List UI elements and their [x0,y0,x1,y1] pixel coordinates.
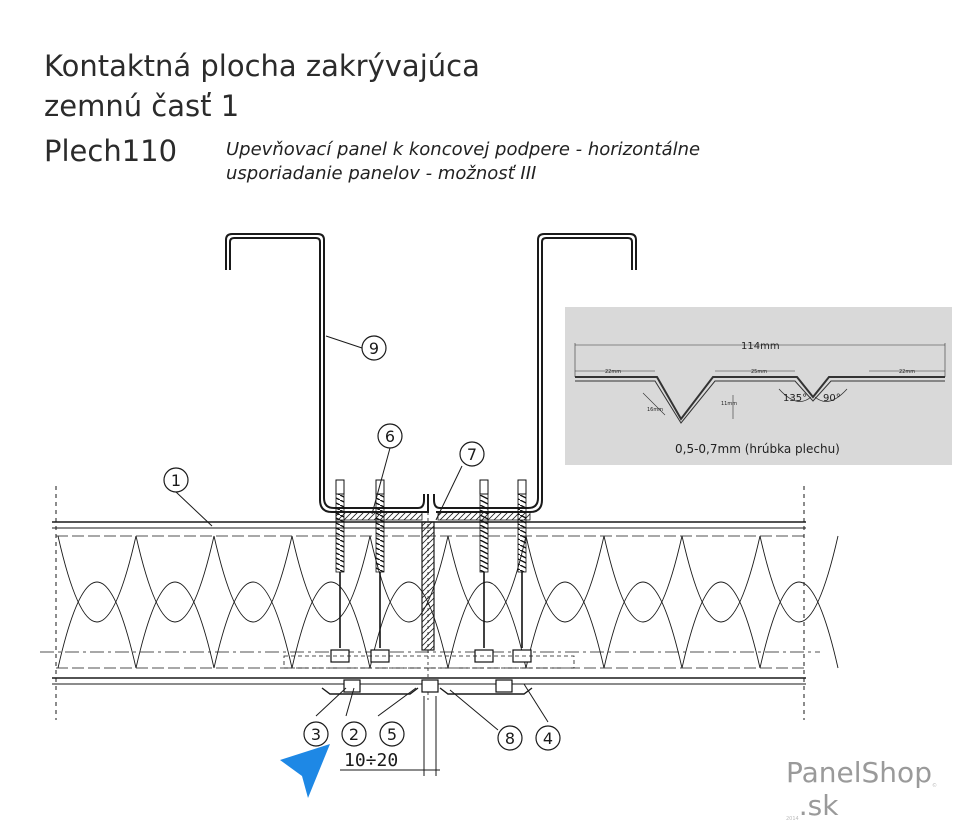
screw [370,479,390,663]
inset-angle-a: 135° [783,393,807,404]
screw [474,479,494,663]
lower-fastener [421,679,439,693]
inset-angle-b: 90° [823,393,841,404]
page-title: Kontaktná plocha zakrývajúca zemnú časť … [44,46,480,126]
subtitle: Upevňovací panel k koncovej podpere - ho… [226,138,700,186]
inset-slant: 16mm [647,407,663,413]
pointer-arrow-icon [280,744,330,798]
brand-name: PanelShop [786,756,932,789]
product-code: Plech110 [44,134,178,168]
support-profile-right [433,233,637,513]
title-line-1: Kontaktná plocha zakrývajúca [44,49,480,83]
gap-dimension [340,696,440,776]
callout-circle-6 [377,423,403,449]
screw [330,479,350,663]
callout-circle-1 [163,467,189,493]
inset-right-flange: 22mm [899,369,915,375]
callout-circle-7 [459,441,485,467]
leader-lines [175,335,549,731]
callout-label-5: 5 [387,725,397,744]
brand-logo: PanelShop© 2014.sk [786,756,980,822]
inset-total-width: 114mm [741,341,780,352]
callout-label-7: 7 [467,445,477,464]
sandwich-panel [40,486,839,720]
inset-middle-flange: 25mm [751,369,767,375]
callout-label-4: 4 [543,729,553,748]
callout-label-9: 9 [369,339,379,358]
panel-joint [421,500,435,700]
subtitle-line-2: usporiadanie panelov - možnosť III [226,163,537,184]
callout-bubbles: 1 2 3 4 5 6 7 8 9 [163,335,561,751]
profile-inset: 114mm 22mm 25mm 22mm 16mm 11mm 135° 90° … [565,307,952,465]
callout-label-8: 8 [505,729,515,748]
subtitle-line-1: Upevňovací panel k koncovej podpere - ho… [226,139,701,160]
callout-circle-8 [497,725,523,751]
inset-left-flange: 22mm [605,369,621,375]
callout-label-2: 2 [349,725,359,744]
inset-depth: 11mm [721,401,737,407]
support-profile-left [225,233,429,513]
inset-thickness: 0,5-0,7mm (hrúbka plechu) [675,442,840,456]
callout-circle-2 [341,721,367,747]
callout-label-1: 1 [171,471,181,490]
callout-circle-5 [379,721,405,747]
callout-circle-3 [303,721,329,747]
callout-label-6: 6 [385,427,395,446]
lower-fastener [495,679,513,693]
callout-label-3: 3 [311,725,321,744]
brand-tld: .sk [798,789,839,822]
lower-fastener [343,679,361,693]
callout-circle-9 [361,335,387,361]
profile-drawing: 114mm 22mm 25mm 22mm 16mm 11mm 135° 90° … [574,341,946,456]
title-line-2: zemnú časť 1 [44,89,240,123]
gap-dimension-label: 10÷20 [344,750,398,771]
callout-circle-4 [535,725,561,751]
